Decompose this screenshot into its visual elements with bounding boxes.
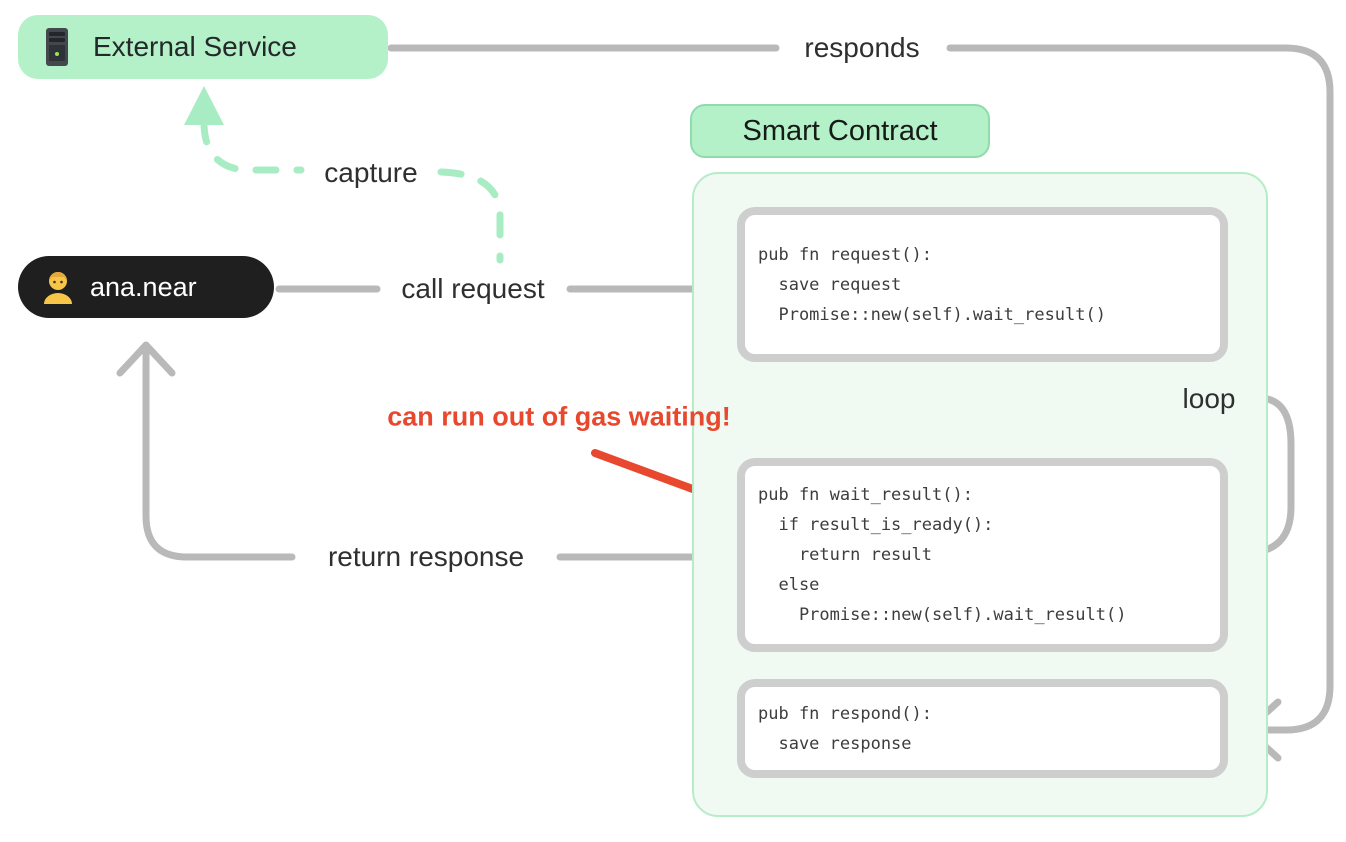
user-node: ana.near <box>18 256 274 318</box>
server-icon <box>46 28 68 66</box>
warning-annotation: can run out of gas waiting! <box>387 401 731 432</box>
code-box-wait-result: pub fn wait_result(): if result_is_ready… <box>737 458 1228 652</box>
code-respond-text: pub fn respond(): save response <box>758 703 932 754</box>
call-request-label: call request <box>401 273 545 304</box>
external-service-node: External Service <box>18 15 388 79</box>
responds-line-right <box>946 44 1334 734</box>
person-icon <box>44 272 72 304</box>
capture-label: capture <box>324 157 418 188</box>
smart-contract-label: Smart Contract <box>742 114 938 147</box>
responds-label: responds <box>804 32 920 63</box>
code-box-respond: pub fn respond(): save response <box>737 679 1228 778</box>
code-box-request: pub fn request(): save request Promise::… <box>737 207 1228 362</box>
capture-line-right <box>437 168 504 264</box>
return-response-label: return response <box>327 541 525 572</box>
loop-label: loop <box>1182 383 1236 414</box>
external-service-label: External Service <box>93 31 297 62</box>
return-response-arrowhead <box>116 341 176 377</box>
user-label: ana.near <box>90 271 197 302</box>
code-wait-result-text: pub fn wait_result(): if result_is_ready… <box>758 485 1127 625</box>
return-response-line-left <box>142 344 296 561</box>
capture-arrowhead <box>184 86 224 125</box>
code-request-text: pub fn request(): save request Promise::… <box>758 244 1106 325</box>
capture-line-left <box>200 118 305 174</box>
smart-contract-title: Smart Contract <box>690 104 990 158</box>
